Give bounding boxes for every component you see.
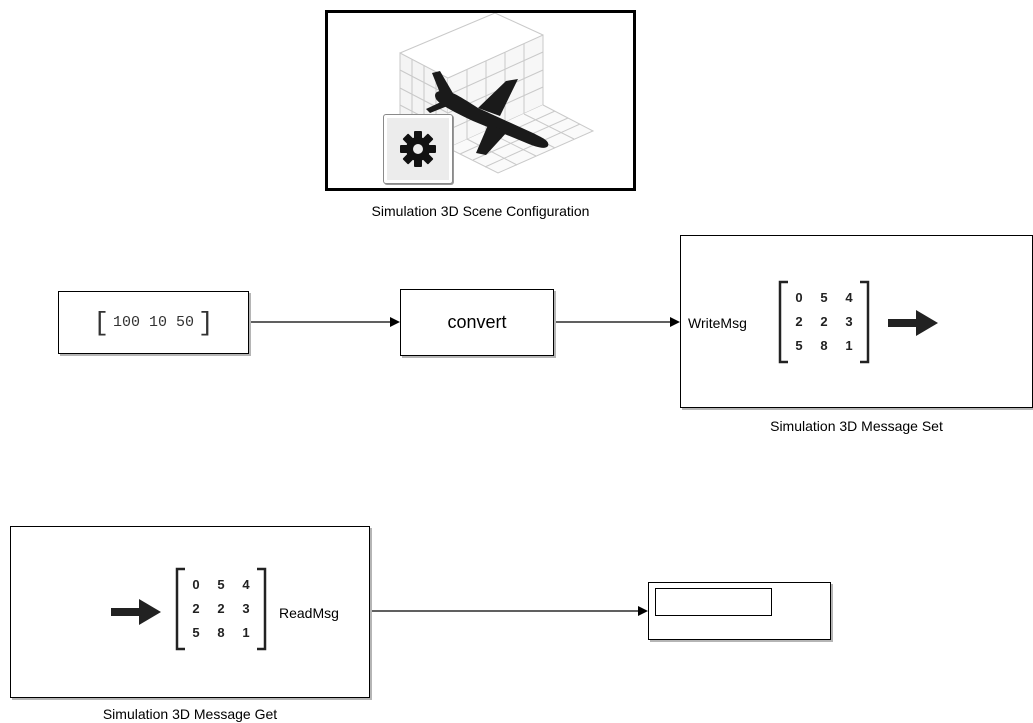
write-msg-port-label: WriteMsg [688, 315, 747, 331]
matrix-icon: 0 5 4 2 2 3 5 8 1 [778, 280, 870, 364]
constant-value-text: 100 10 50 [112, 314, 194, 331]
arrowhead-display [638, 606, 648, 616]
constant-value: [ 100 10 50 ] [59, 292, 248, 353]
display-block[interactable] [648, 582, 831, 640]
matrix-icon: 0 5 4 2 2 3 5 8 1 [175, 567, 267, 651]
read-msg-port-label: ReadMsg [279, 605, 339, 621]
arrowhead-set [670, 317, 680, 327]
gear-icon-button[interactable] [383, 114, 453, 184]
message-get-block[interactable]: 0 5 4 2 2 3 5 8 1 ReadMsg [10, 526, 370, 698]
scene-config-caption: Simulation 3D Scene Configuration [371, 203, 590, 219]
matrix-cell: 2 [820, 314, 827, 329]
arrowhead-convert [390, 317, 400, 327]
matrix-cell: 5 [795, 338, 802, 353]
matrix-cell: 8 [217, 625, 224, 640]
convert-label: convert [447, 312, 507, 332]
matrix-cell: 4 [242, 577, 250, 592]
matrix-cell: 3 [845, 314, 852, 329]
matrix-cell: 5 [217, 577, 224, 592]
arrow-right-icon [888, 310, 938, 336]
matrix-cell: 3 [242, 601, 249, 616]
message-get-caption: Simulation 3D Message Get [102, 706, 278, 722]
matrix-cell: 4 [845, 290, 853, 305]
convert-block[interactable]: convert [400, 289, 554, 356]
matrix-cell: 1 [845, 338, 852, 353]
right-bracket: ] [198, 307, 214, 338]
matrix-cell: 5 [820, 290, 827, 305]
message-set-caption: Simulation 3D Message Set [770, 418, 943, 434]
arrow-right-icon [111, 599, 161, 625]
matrix-cell: 5 [192, 625, 199, 640]
constant-block[interactable]: [ 100 10 50 ] [58, 291, 249, 354]
matrix-cell: 0 [795, 290, 802, 305]
matrix-cell: 0 [192, 577, 199, 592]
matrix-cell: 1 [242, 625, 249, 640]
matrix-cell: 2 [217, 601, 224, 616]
matrix-cell: 2 [192, 601, 199, 616]
gear-icon [400, 131, 436, 167]
message-set-block[interactable]: WriteMsg 0 5 4 2 2 3 5 8 1 [680, 235, 1033, 408]
matrix-cell: 2 [795, 314, 802, 329]
display-value-field [655, 588, 772, 616]
scene-config-block[interactable] [325, 10, 636, 191]
matrix-cell: 8 [820, 338, 827, 353]
left-bracket: [ [93, 307, 109, 338]
